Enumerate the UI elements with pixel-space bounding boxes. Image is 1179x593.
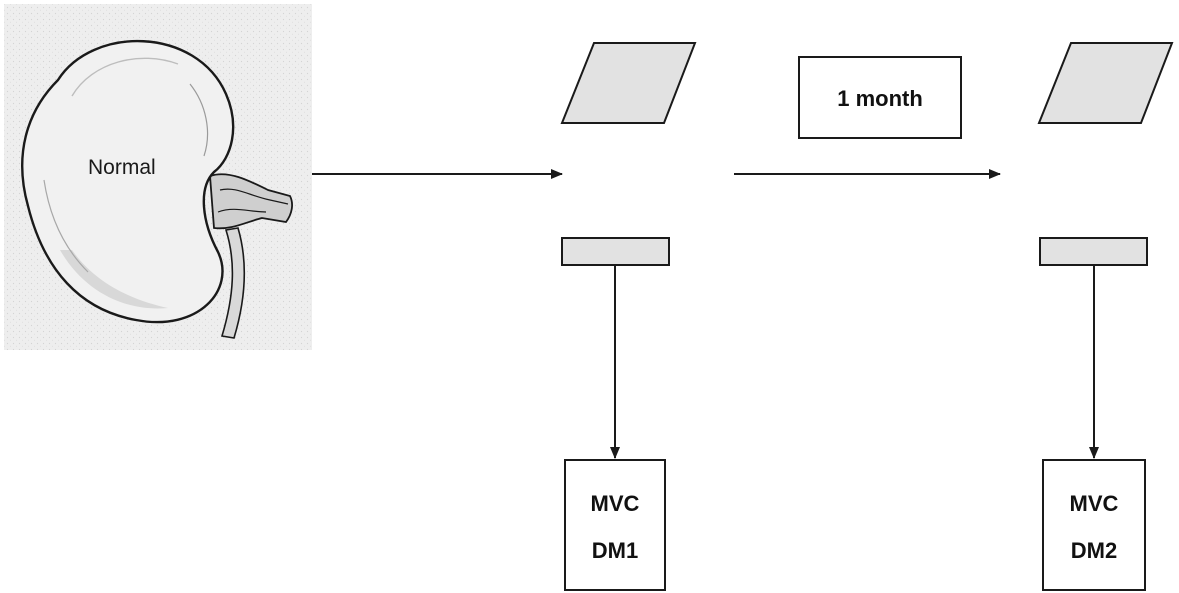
timepoint-1: MVC DM1 bbox=[562, 43, 695, 590]
sample-label-1: DM1 bbox=[592, 538, 638, 563]
result-box-1 bbox=[565, 460, 665, 590]
sample-label-2: DM2 bbox=[1071, 538, 1117, 563]
measure-label-2: MVC bbox=[1070, 491, 1119, 516]
interval-label: 1 month bbox=[837, 86, 923, 111]
tissue-slide-bar bbox=[562, 238, 669, 265]
kidney-illustration: Normal bbox=[4, 4, 312, 350]
tissue-section-parallelogram bbox=[562, 43, 695, 123]
tissue-section-parallelogram bbox=[1039, 43, 1172, 123]
interval-box: 1 month bbox=[799, 57, 961, 138]
timepoint-2: MVC DM2 bbox=[1039, 43, 1172, 590]
organ-label: Normal bbox=[88, 156, 156, 179]
measure-label-1: MVC bbox=[591, 491, 640, 516]
tissue-slide-bar bbox=[1040, 238, 1147, 265]
result-box-2 bbox=[1043, 460, 1145, 590]
